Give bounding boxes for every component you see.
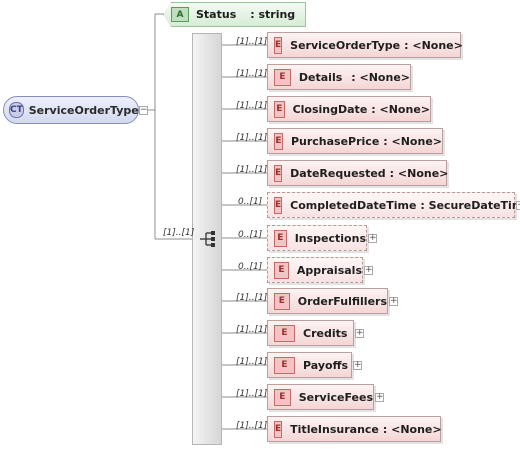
sequence-icon[interactable] [199, 229, 219, 249]
element-badge: E [274, 356, 295, 374]
element-name: ServiceOrderType [290, 38, 401, 52]
element-badge: E [274, 420, 283, 438]
collapse-icon[interactable]: − [139, 105, 148, 115]
expand-icon[interactable]: + [389, 296, 398, 306]
element-badge: E [274, 36, 283, 54]
expand-icon[interactable]: + [368, 233, 377, 243]
element-badge: E [274, 388, 291, 406]
element-purchaseprice[interactable]: E PurchasePrice: <None> [267, 128, 443, 154]
element-badge: E [274, 68, 291, 86]
attribute-status[interactable]: A Status : string [163, 2, 306, 27]
element-cardinality: [1]..[1] [236, 325, 268, 335]
element-type: : SecureDateTime [420, 198, 520, 212]
element-name: Payoffs [303, 358, 349, 372]
element-servicefees[interactable]: E ServiceFees [267, 384, 374, 410]
element-cardinality: 0..[1] [238, 230, 263, 240]
element-badge: E [274, 196, 283, 214]
element-cardinality: [1]..[1] [236, 69, 268, 79]
element-name: PurchasePrice [290, 134, 380, 148]
attribute-badge: A [171, 7, 189, 22]
element-type: : <None> [382, 422, 442, 436]
element-orderfulfillers[interactable]: E OrderFulfillers [267, 288, 388, 314]
element-type: : <None> [404, 38, 463, 52]
element-name: Appraisals [296, 263, 362, 277]
element-name: ClosingDate [292, 102, 368, 116]
element-daterequested[interactable]: E DateRequested: <None> [267, 160, 449, 186]
expand-icon[interactable]: + [353, 360, 362, 370]
element-titleinsurance[interactable]: E TitleInsurance: <None> [267, 416, 442, 442]
element-name: DateRequested [290, 166, 386, 180]
element-badge: E [274, 132, 283, 150]
sequence-bar [192, 33, 222, 445]
element-name: OrderFulfillers [297, 294, 387, 308]
element-completeddatetime[interactable]: E CompletedDateTime: SecureDateTime [267, 192, 520, 218]
element-badge: E [274, 100, 285, 118]
complex-type-badge: CT [9, 102, 24, 118]
element-closingdate[interactable]: E ClosingDate: <None> [267, 96, 431, 122]
element-cardinality: [1]..[1] [236, 293, 268, 303]
element-badge: E [274, 229, 287, 247]
element-cardinality: 0..[1] [238, 197, 263, 207]
element-details[interactable]: E Details : <None> [267, 64, 411, 90]
element-type: : <None> [383, 134, 442, 148]
expand-icon[interactable]: + [516, 201, 520, 210]
element-cardinality: [1]..[1] [236, 37, 268, 47]
attribute-type: : string [250, 8, 296, 21]
element-badge: E [274, 324, 295, 342]
element-type: : <None> [351, 70, 410, 84]
expand-icon[interactable]: + [364, 265, 373, 275]
element-name: ServiceFees [298, 390, 373, 404]
element-name: CompletedDateTime [290, 198, 417, 212]
element-badge: E [274, 164, 283, 182]
element-type: : <None> [371, 102, 430, 116]
element-name: TitleInsurance [290, 422, 379, 436]
expand-icon[interactable]: + [375, 392, 384, 402]
expand-icon[interactable]: + [355, 328, 364, 338]
element-badge: E [274, 261, 289, 279]
element-cardinality: [1]..[1] [236, 165, 268, 175]
element-cardinality: [1]..[1] [236, 101, 268, 111]
complex-type-name: ServiceOrderType [28, 103, 139, 117]
attribute-name: Status [196, 8, 237, 21]
element-cardinality: 0..[1] [238, 262, 263, 272]
element-appraisals[interactable]: E Appraisals [267, 257, 363, 283]
element-cardinality: [1]..[1] [236, 389, 268, 399]
element-cardinality: [1]..[1] [236, 357, 268, 367]
element-name: Inspections [294, 231, 366, 245]
sequence-cardinality: [1]..[1] [163, 228, 195, 238]
element-inspections[interactable]: E Inspections [267, 225, 367, 251]
element-cardinality: [1]..[1] [236, 421, 268, 431]
element-cardinality: [1]..[1] [236, 133, 268, 143]
element-credits[interactable]: E Credits [267, 320, 354, 346]
complex-type-node[interactable]: CT ServiceOrderType [3, 96, 139, 124]
element-type: : <None> [389, 166, 449, 180]
element-payoffs[interactable]: E Payoffs [267, 352, 352, 378]
element-name: Credits [303, 326, 348, 340]
element-serviceordertype[interactable]: E ServiceOrderType: <None> [267, 32, 463, 58]
element-badge: E [274, 292, 290, 310]
element-name: Details [298, 70, 343, 84]
